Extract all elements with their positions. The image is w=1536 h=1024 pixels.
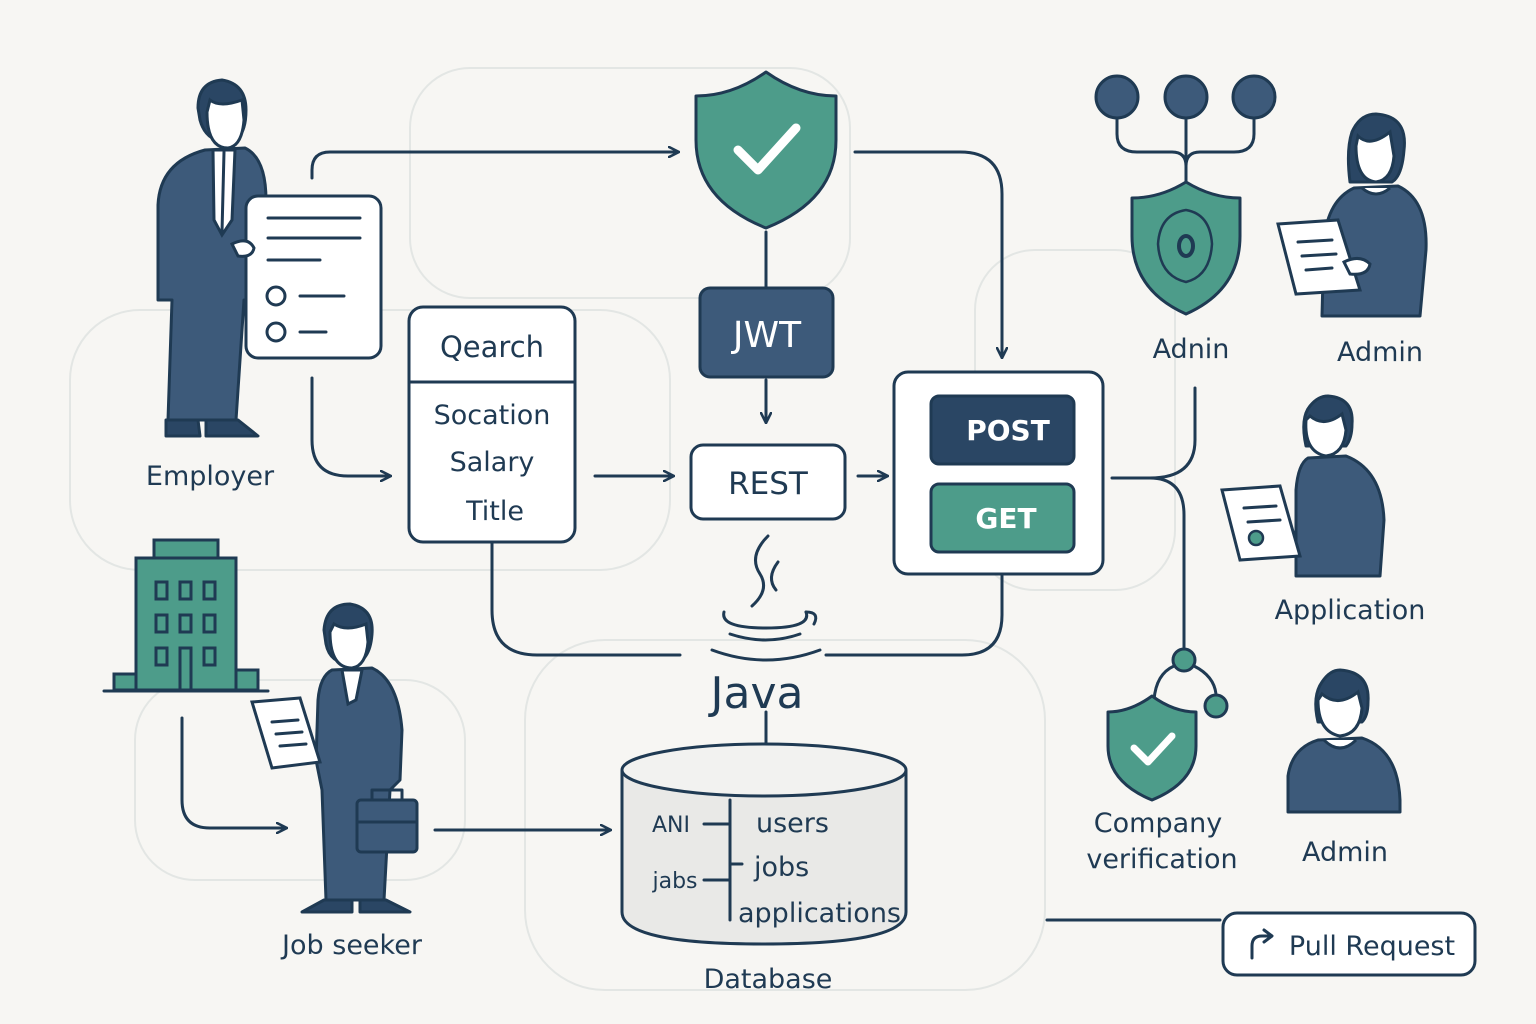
job-seeker-document-icon xyxy=(250,696,322,770)
db-left-label-2: jabs xyxy=(651,869,697,894)
methods-to-verification-line xyxy=(1148,476,1186,650)
database-icon[interactable]: ANI jabs users jobs applications xyxy=(620,742,908,946)
db-left-label-1: ANI xyxy=(652,813,690,838)
database-label: Database xyxy=(704,964,833,995)
methods-to-admin-line xyxy=(1110,386,1197,480)
application-document-icon xyxy=(1220,484,1302,562)
search-field-salary: Salary xyxy=(450,447,535,478)
post-method-button[interactable]: POST xyxy=(929,394,1076,466)
verified-shield-icon xyxy=(1106,694,1198,802)
db-table-users: users xyxy=(756,808,829,839)
http-methods-panel: POST GET xyxy=(892,370,1105,576)
job-seeker-label: Job seeker xyxy=(280,930,423,961)
employer-checklist-icon xyxy=(229,194,383,360)
rest-box[interactable]: REST xyxy=(689,443,847,521)
jwt-token-box: JWT xyxy=(698,286,835,379)
search-to-java-line xyxy=(490,541,682,657)
get-method-button[interactable]: GET xyxy=(929,482,1076,554)
employer-to-auth-arrow xyxy=(310,152,678,180)
company-to-seeker-arrow xyxy=(180,716,286,828)
job-seeker-figure-icon xyxy=(300,602,419,914)
employer-label: Employer xyxy=(146,461,275,492)
application-label: Application xyxy=(1275,595,1426,626)
search-panel[interactable]: Qearch Socation Salary Title xyxy=(407,305,577,544)
check-shield-icon xyxy=(694,70,838,230)
employer-figure-icon xyxy=(156,78,268,438)
db-table-jobs: jobs xyxy=(753,852,809,883)
admin-bottom-label: Admin xyxy=(1302,837,1388,868)
employer-to-search-arrow xyxy=(310,376,390,476)
jwt-label: JWT xyxy=(731,315,802,356)
pull-request-label: Pull Request xyxy=(1289,931,1455,962)
get-label: GET xyxy=(975,502,1036,535)
admin-shield-label: Adnin xyxy=(1153,334,1230,365)
company-verification-label-line1: Company xyxy=(1094,808,1222,839)
search-field-title: Title xyxy=(465,496,524,527)
search-field-location: Socation xyxy=(434,400,551,431)
applicant-figure-icon xyxy=(1294,394,1386,578)
rest-label: REST xyxy=(728,466,809,502)
company-verification-label-line2: verification xyxy=(1086,844,1237,875)
auth-to-methods-arrow xyxy=(853,150,1002,357)
pull-request-button[interactable]: Pull Request xyxy=(1221,911,1477,977)
company-building-icon xyxy=(102,538,270,693)
search-header: Qearch xyxy=(440,330,544,364)
java-label: Java xyxy=(708,668,804,719)
admin-woman-document-icon xyxy=(1276,218,1372,296)
admin-node-network-icon xyxy=(1094,74,1277,184)
connectors xyxy=(180,150,1222,922)
java-logo-icon xyxy=(710,534,822,662)
branch-arrow-icon xyxy=(1250,928,1274,960)
db-table-applications: applications xyxy=(738,898,901,929)
methods-to-java-line xyxy=(824,574,1004,657)
verification-nodes-icon xyxy=(1152,647,1229,719)
admin-top-label: Admin xyxy=(1337,337,1423,368)
post-label: POST xyxy=(966,414,1050,447)
admin-bottom-figure-icon xyxy=(1286,668,1402,814)
admin-lock-shield-icon xyxy=(1130,180,1242,316)
